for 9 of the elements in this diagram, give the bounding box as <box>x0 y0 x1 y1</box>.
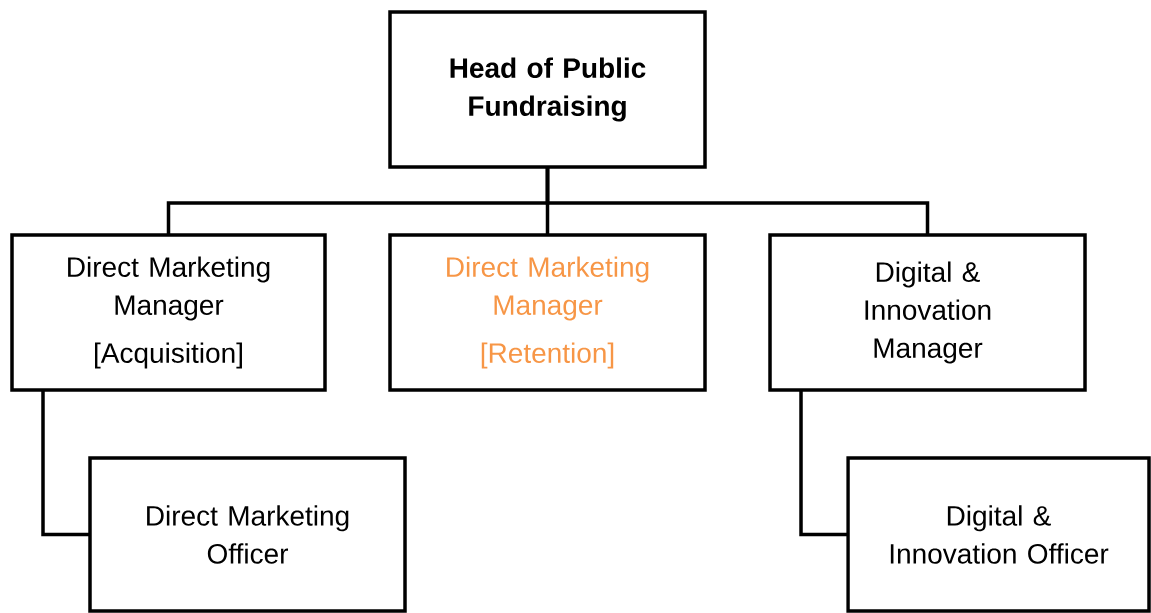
org-box: Digital & Innovation Manager <box>768 233 1087 392</box>
org-box: Direct Marketing Officer <box>88 456 407 613</box>
connector-line <box>545 167 930 235</box>
org-box: Head of Public Fundraising <box>388 10 707 169</box>
org-box: Digital & Innovation Officer <box>846 456 1151 613</box>
connector-line <box>41 390 90 537</box>
org-box: Direct Marketing Manager [Acquisition] <box>10 233 327 392</box>
org-box: Direct Marketing Manager [Retention] <box>388 233 707 392</box>
connector-line <box>799 390 848 537</box>
